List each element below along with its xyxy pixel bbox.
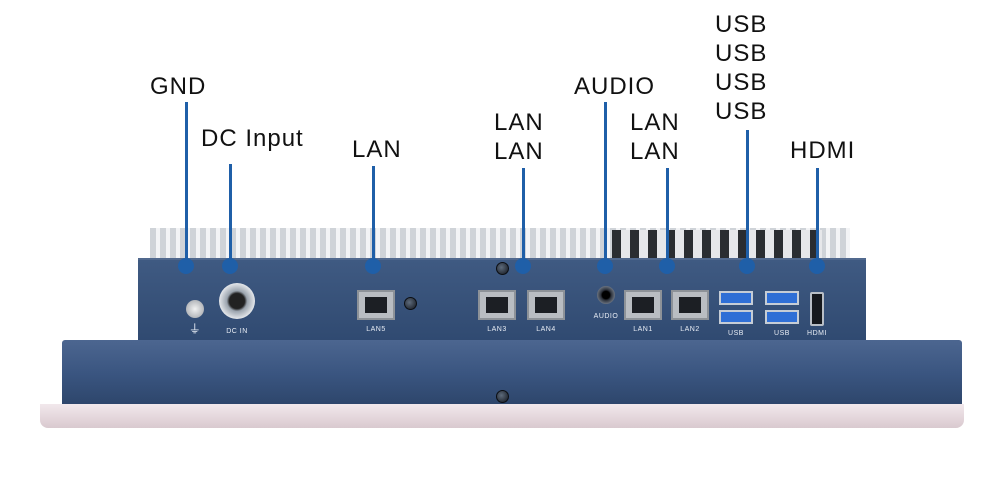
audio-leader-line xyxy=(604,102,607,262)
ground-symbol: ⏚ xyxy=(188,322,202,336)
lan3-label: LAN3 xyxy=(487,326,507,333)
lan-pair-b-leader-line xyxy=(666,168,669,262)
usb-port xyxy=(719,310,753,324)
hdmi-leader-line xyxy=(816,168,819,262)
lan2-port xyxy=(671,290,709,320)
lan5-label: LAN5 xyxy=(366,326,386,333)
lan-pair-b-marker-dot xyxy=(659,258,675,274)
usb-port xyxy=(765,310,799,324)
usb-leader-line xyxy=(746,130,749,262)
lan-single-leader-line xyxy=(372,166,375,262)
ground-post xyxy=(186,300,204,318)
audio-jack xyxy=(597,286,615,304)
callout-dc-input: DC Input xyxy=(201,125,304,152)
gnd-leader-line xyxy=(185,102,188,262)
dc-input-jack xyxy=(219,283,255,319)
lan1-label: LAN1 xyxy=(633,326,653,333)
lan1-port xyxy=(624,290,662,320)
hdmi-marker-dot xyxy=(809,258,825,274)
heatsink-fins-dark xyxy=(612,230,822,260)
usb-label-a: USB xyxy=(728,330,744,337)
gnd-marker-dot xyxy=(178,258,194,274)
callout-lan-pair-a: LAN LAN xyxy=(494,109,544,165)
base-trim xyxy=(40,404,964,428)
usb-port xyxy=(765,291,799,305)
screw-icon xyxy=(496,262,509,275)
lan3-port xyxy=(478,290,516,320)
screw-icon xyxy=(496,390,509,403)
lan-pair-a-leader-line xyxy=(522,168,525,262)
dc-input-marker-dot xyxy=(222,258,238,274)
hdmi-port xyxy=(810,292,824,326)
screw-icon xyxy=(404,297,417,310)
callout-lan-single: LAN xyxy=(352,136,402,163)
usb-marker-dot xyxy=(739,258,755,274)
lan2-label: LAN2 xyxy=(680,326,700,333)
audio-label: AUDIO xyxy=(593,313,619,320)
audio-marker-dot xyxy=(597,258,613,274)
callout-hdmi: HDMI xyxy=(790,137,856,164)
lan-single-marker-dot xyxy=(365,258,381,274)
dc-input-leader-line xyxy=(229,164,232,262)
callout-gnd: GND xyxy=(150,73,207,100)
callout-lan-pair-b: LAN LAN xyxy=(630,109,680,165)
usb-label-b: USB xyxy=(774,330,790,337)
lan4-port xyxy=(527,290,565,320)
dc-in-label: DC IN xyxy=(226,328,248,335)
lan4-label: LAN4 xyxy=(536,326,556,333)
lan-pair-a-marker-dot xyxy=(515,258,531,274)
callout-audio: AUDIO xyxy=(574,73,656,100)
callout-usb: USB USB USB USB xyxy=(715,11,768,125)
hdmi-label: HDMI xyxy=(807,330,827,337)
usb-port xyxy=(719,291,753,305)
lan5-port xyxy=(357,290,395,320)
front-bezel xyxy=(62,340,962,408)
